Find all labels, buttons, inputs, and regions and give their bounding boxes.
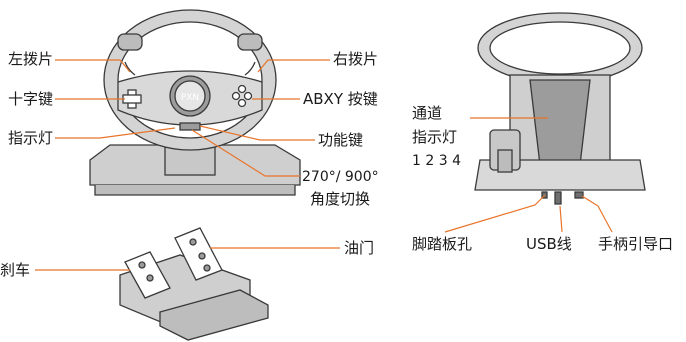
label-throttle: 油门 xyxy=(344,239,375,257)
pedal-callouts xyxy=(35,247,340,271)
logo-text: PXN xyxy=(181,93,199,103)
label-angle-switch-2: 角度切换 xyxy=(310,190,371,208)
label-indicator: 指示灯 xyxy=(8,129,54,147)
front-wheel-illustration xyxy=(89,9,301,196)
label-pedal-port: 脚踏板孔 xyxy=(412,235,473,253)
label-brake: 刹车 xyxy=(0,261,31,279)
label-usb-cable: USB线 xyxy=(526,235,572,253)
label-right-paddle: 右拨片 xyxy=(333,50,379,68)
label-channel-indicator: 指示灯 xyxy=(412,128,458,146)
label-handle-port: 手柄引导口 xyxy=(598,235,674,253)
back-callouts xyxy=(444,117,613,233)
back-view-illustration xyxy=(474,12,646,205)
label-left-paddle: 左拨片 xyxy=(8,50,54,68)
pedal-illustration xyxy=(119,227,269,341)
label-function-key: 功能键 xyxy=(318,131,364,149)
wheel-callouts xyxy=(55,59,330,177)
label-angle-switch-1: 270°/ 900° xyxy=(302,169,379,185)
label-channel: 通道 xyxy=(412,104,443,122)
label-channel-numbers: 1 2 3 4 xyxy=(412,153,461,169)
label-dpad: 十字键 xyxy=(8,90,54,108)
label-abxy: ABXY 按键 xyxy=(303,90,378,108)
